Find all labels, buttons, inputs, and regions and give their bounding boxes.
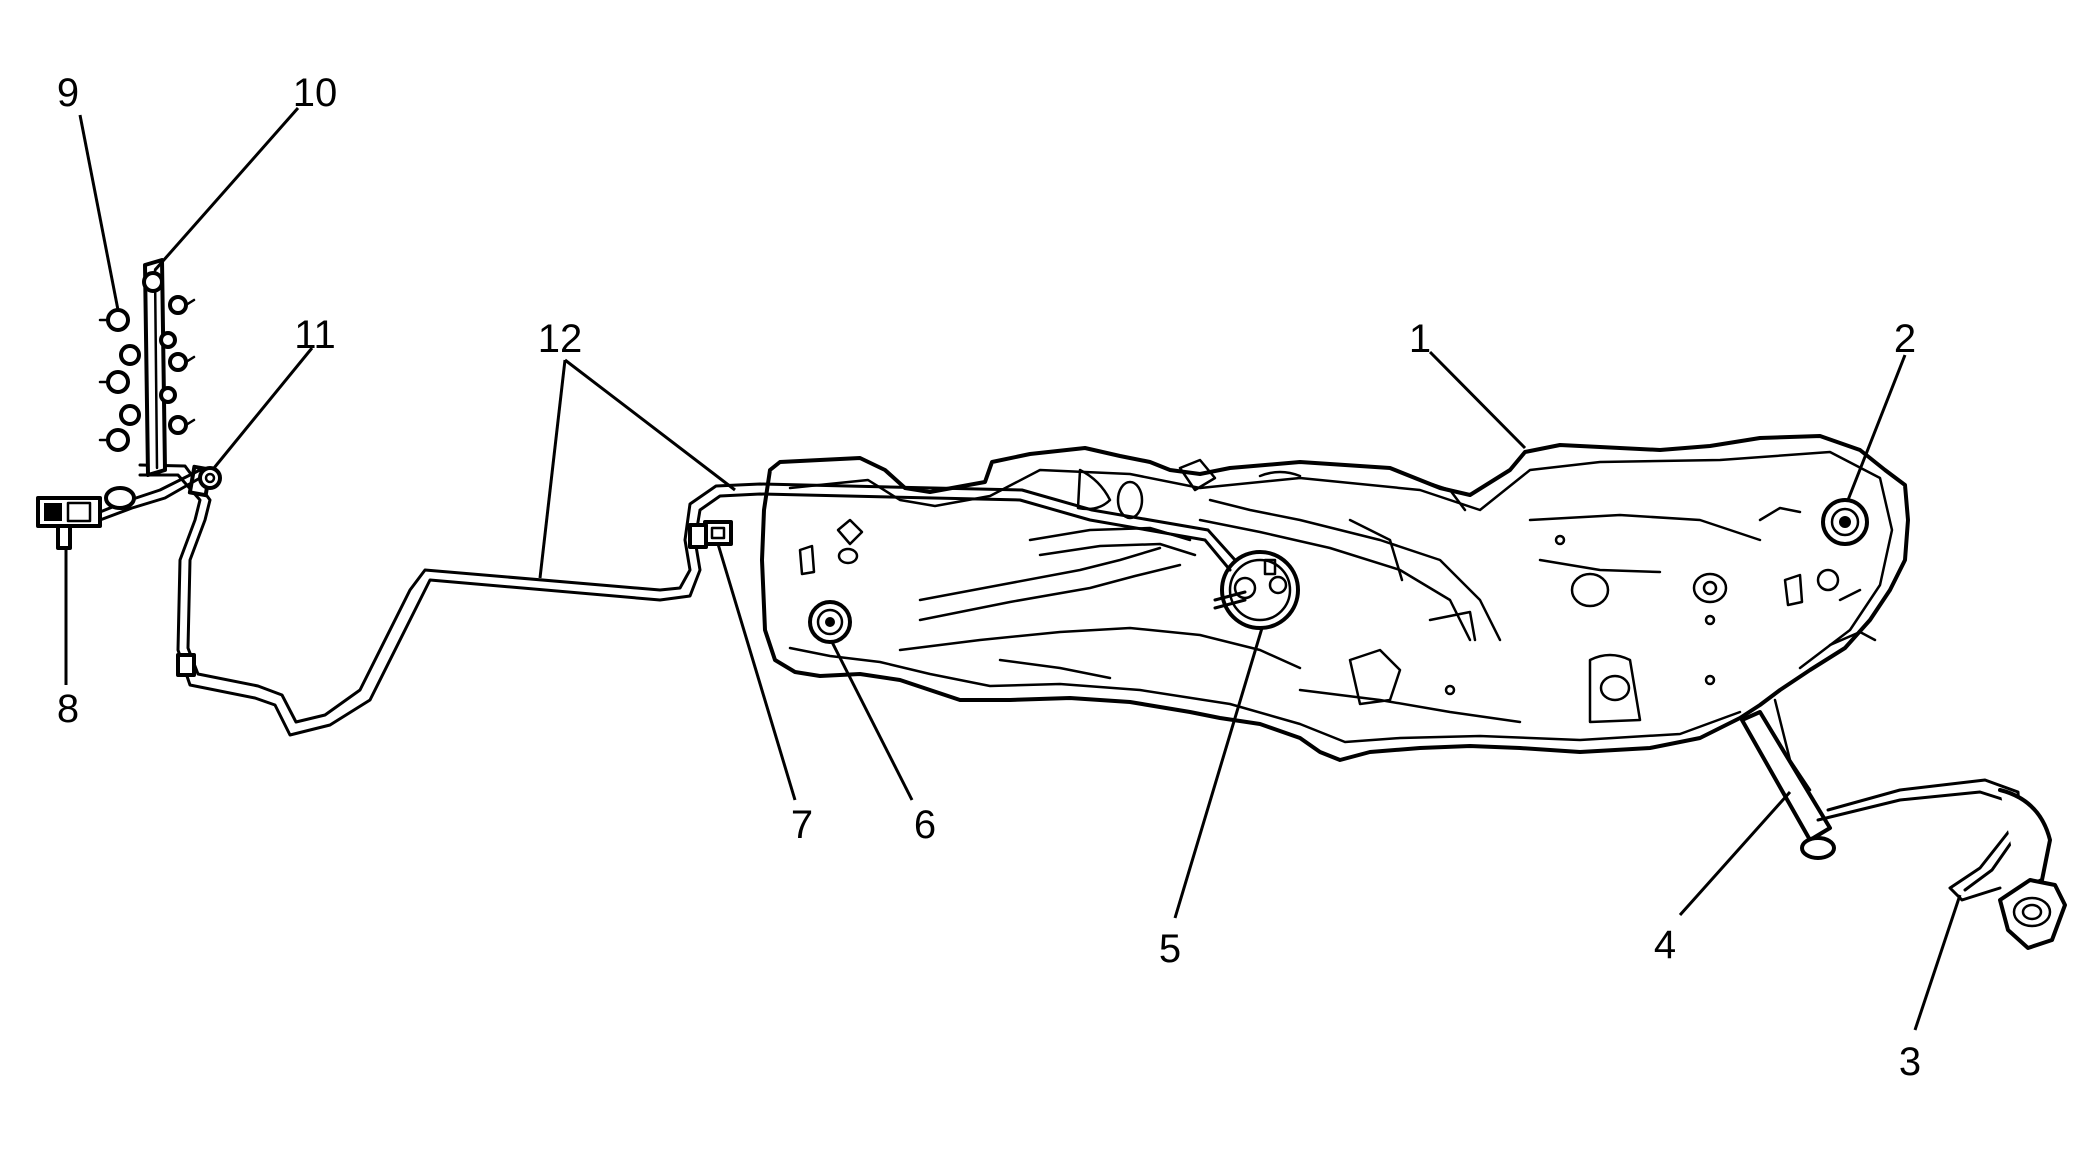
- callout-labels: 1 2 3 4 5 6 7 8 9 10 11 12: [57, 71, 1921, 1084]
- callout-5: 5: [1159, 927, 1181, 971]
- leader-4: [1678, 791, 1792, 916]
- fuel-filler-pipe: [1740, 698, 2052, 902]
- callout-9: 9: [57, 71, 79, 115]
- fuel-injector: [98, 404, 196, 452]
- leader-1: [1428, 350, 1527, 450]
- leader-lines: [64, 107, 1962, 1031]
- callout-1: 1: [1409, 317, 1431, 361]
- leader-7: [716, 543, 797, 801]
- leader-12a: [538, 359, 567, 579]
- leader-12b: [564, 358, 736, 492]
- fuel-pump-module: [1213, 550, 1300, 630]
- leader-2: [1846, 354, 1907, 501]
- callout-2: 2: [1894, 317, 1916, 361]
- mount-isolator-front: [808, 600, 852, 644]
- leader-10: [153, 107, 300, 271]
- mount-isolator-rear: [1821, 498, 1869, 546]
- callout-11: 11: [294, 313, 336, 357]
- fuel-injector: [98, 344, 196, 394]
- leader-11: [212, 347, 314, 469]
- leader-6: [830, 641, 914, 801]
- fuel-rail-assembly: [98, 258, 196, 477]
- fuel-pressure-sensor: [36, 468, 202, 550]
- callout-10: 10: [293, 71, 338, 115]
- callout-4: 4: [1654, 923, 1676, 967]
- leader-9: [78, 114, 120, 311]
- callout-6: 6: [914, 803, 936, 847]
- callout-12: 12: [538, 317, 583, 361]
- callout-7: 7: [791, 803, 813, 847]
- callout-8: 8: [57, 687, 79, 731]
- fuel-filler-neck: [1998, 878, 2067, 950]
- leader-3: [1913, 894, 1962, 1031]
- fuel-pipe-fitting: [198, 466, 222, 490]
- fuel-tank: [760, 434, 1910, 762]
- callout-3: 3: [1899, 1040, 1921, 1084]
- leader-5: [1173, 627, 1264, 919]
